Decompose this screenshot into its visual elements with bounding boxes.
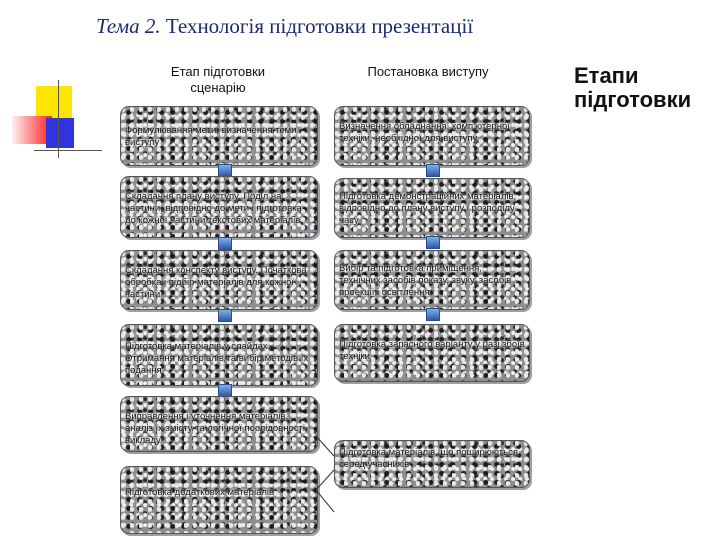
step-text: Формулювання мети, визначення теми висту… — [125, 125, 297, 148]
step-text: Виправлення і уточнення матеріалів, анал… — [125, 411, 305, 446]
left-step-box: Підготовка матеріалів у слайдах. Отриман… — [120, 324, 318, 386]
page-title: Тема 2. Технологія підготовки презентаці… — [96, 14, 473, 39]
right-step-box: Підготовка запасного варіанту у разі збо… — [334, 324, 530, 382]
decoration-blue-square — [46, 118, 74, 148]
right-step-box: Вибір та підготовка приміщення, технічни… — [334, 250, 530, 310]
step-text: Складання плану виступу. Поділ на частин… — [125, 191, 302, 226]
step-text: Вибір та підготовка приміщення, технічни… — [339, 263, 512, 298]
left-step-box: Складання конспекту виступу. Початкова о… — [120, 250, 318, 310]
left-step-box: Складання плану виступу. Поділ на частин… — [120, 176, 318, 238]
step-text: Підготовка запасного варіанту у разі збо… — [339, 339, 525, 362]
right-step-box: Підготовка матеріалів, що поширюються се… — [334, 440, 530, 488]
down-arrow — [426, 308, 440, 321]
left-column-heading: Етап підготовки сценарію — [170, 64, 266, 95]
decoration-vertical-line — [58, 80, 59, 158]
connector-line — [315, 489, 335, 513]
right-step-box: Підготовка демонстраційних матеріалів, в… — [334, 178, 530, 238]
decoration-red-square — [12, 116, 52, 144]
connector-line — [315, 435, 335, 457]
down-arrow — [426, 236, 440, 249]
step-text: Визначення обладнання, комп'ютерної техн… — [339, 121, 510, 144]
decoration-horizontal-line — [34, 150, 102, 151]
down-arrow — [426, 164, 440, 177]
down-arrow — [218, 309, 232, 322]
step-text: Підготовка додаткових матеріалів — [125, 487, 275, 498]
step-text: Підготовка матеріалів у слайдах. Отриман… — [125, 341, 309, 376]
left-step-box: Формулювання мети, визначення теми висту… — [120, 106, 318, 166]
side-label: Етапи підготовки — [574, 63, 692, 112]
right-column-heading: Постановка виступу — [367, 64, 489, 79]
title-topic-number: Тема 2. — [96, 14, 161, 38]
left-step-box: Підготовка додаткових матеріалів — [120, 466, 318, 534]
connector-line — [315, 469, 335, 491]
step-text: Підготовка демонстраційних матеріалів, в… — [339, 191, 517, 226]
step-text: Складання конспекту виступу. Початкова о… — [125, 265, 307, 300]
title-text: Технологія підготовки презентації — [165, 14, 474, 38]
right-step-box: Визначення обладнання, комп'ютерної техн… — [334, 106, 530, 166]
step-text: Підготовка матеріалів, що поширюються се… — [339, 447, 518, 470]
down-arrow — [218, 237, 232, 250]
left-step-box: Виправлення і уточнення матеріалів, анал… — [120, 396, 318, 452]
